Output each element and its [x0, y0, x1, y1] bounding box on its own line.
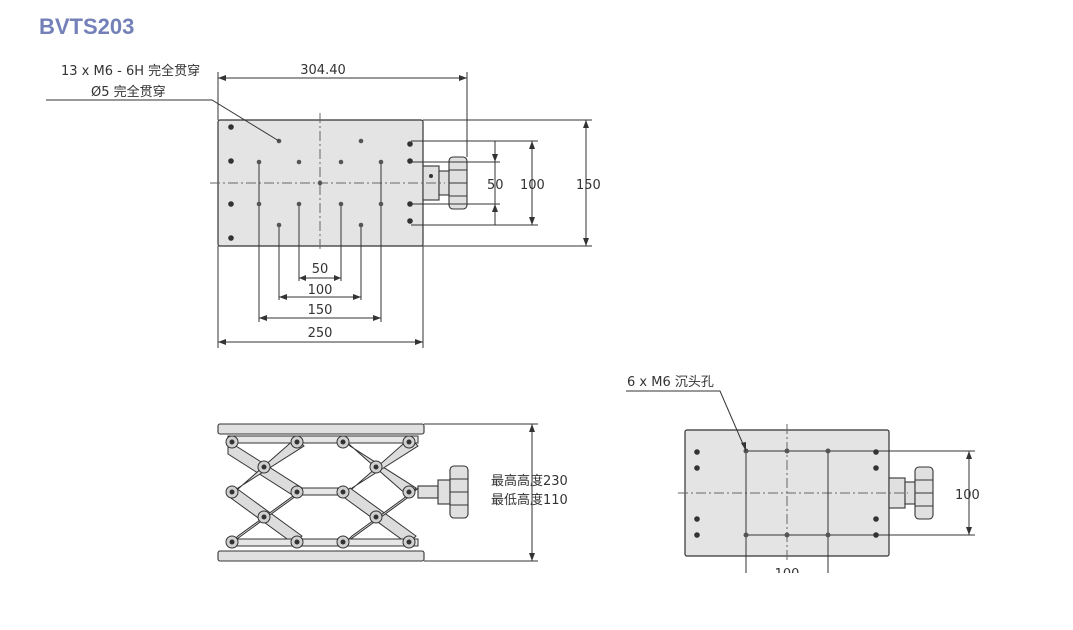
dim-h-150: 150	[308, 303, 333, 318]
min-height-label: 最低高度110	[491, 492, 568, 508]
dim-v-150: 150	[576, 178, 601, 193]
dim-v-50: 50	[487, 178, 504, 193]
product-model-title: BVTS203	[39, 14, 135, 39]
scissor-pivots	[225, 435, 416, 549]
dim-h-100: 100	[308, 283, 333, 298]
dim-h-50: 50	[312, 262, 329, 277]
side-view: 最高高度230 最低高度110	[217, 423, 568, 562]
top-hole-note-2: Ø5 完全贯穿	[91, 84, 166, 100]
side-top-plate	[217, 423, 425, 435]
bottom-dim-v-100: 100	[955, 488, 980, 503]
side-knob	[417, 465, 469, 519]
top-hole-note-1: 13 x M6 - 6H 完全贯穿	[61, 63, 200, 79]
scissor-arms	[227, 435, 419, 547]
side-bottom-plate	[217, 550, 425, 562]
bottom-view: 100 6 x M6 沉头孔 100	[626, 375, 980, 582]
top-holes	[228, 124, 413, 241]
bottom-hole-note: 6 x M6 沉头孔	[627, 375, 714, 390]
dim-v-100: 100	[520, 178, 545, 193]
max-height-label: 最高高度230	[491, 473, 568, 489]
dim-304-40: 304.40	[300, 63, 346, 78]
dim-h-250: 250	[308, 326, 333, 341]
top-view: 13 x M6 - 6H 完全贯穿 Ø5 完全贯穿 304.40 50 100 …	[46, 63, 601, 348]
